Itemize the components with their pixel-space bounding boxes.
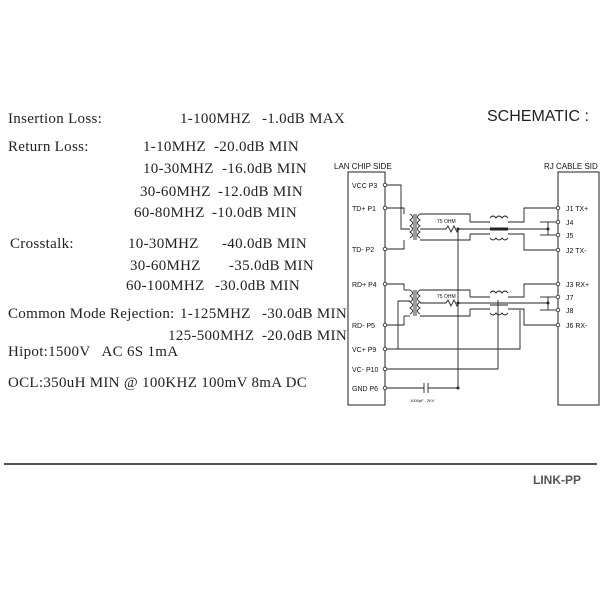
return-loss-freq: 30-60MHZ bbox=[140, 184, 211, 200]
pin-label-j1-tx-plus: J1 TX+ bbox=[566, 206, 588, 213]
lan-chip-side-header: LAN CHIP SIDE bbox=[334, 162, 392, 171]
pin-label-td-plus: TD+ P1 bbox=[352, 206, 376, 213]
return-loss-freq: 10-30MHZ bbox=[143, 161, 214, 177]
crosstalk-freq: 30-60MHZ bbox=[130, 258, 201, 274]
crosstalk-freq: 60-100MHZ bbox=[126, 278, 205, 294]
lan-chip-box bbox=[347, 171, 386, 406]
crosstalk-value: -35.0dB MIN bbox=[229, 258, 314, 274]
hipot-spec: Hipot:1500V AC 6S 1mA bbox=[8, 344, 179, 360]
pin-label-j3-rx-plus: J3 RX+ bbox=[566, 282, 589, 289]
cmr-value: -30.0dB MIN bbox=[262, 306, 347, 322]
pin-label-j4: J4 bbox=[566, 220, 574, 227]
pin-label-rd-minus: RD- P5 bbox=[352, 323, 375, 330]
pin-label-j7: J7 bbox=[566, 295, 574, 302]
crosstalk-freq: 10-30MHZ bbox=[128, 236, 199, 252]
resistor-label-tx: 75 OHM bbox=[437, 219, 456, 225]
pin-label-j6-rx-minus: J6 RX- bbox=[566, 323, 588, 330]
pin-label-vc-plus: VC+ P9 bbox=[352, 347, 376, 354]
divider-line bbox=[4, 463, 597, 465]
pin-label-gnd: GND P6 bbox=[352, 386, 378, 393]
cmr-label: Common Mode Rejection: bbox=[8, 306, 175, 322]
pin-label-td-minus: TD- P2 bbox=[352, 247, 374, 254]
rj-cable-box bbox=[557, 171, 600, 406]
pin-label-vc-minus: VC- P10 bbox=[352, 367, 379, 374]
ocl-spec: OCL:350uH MIN @ 100KHZ 100mV 8mA DC bbox=[8, 375, 308, 391]
capacitor-label: 1000pF , 2KV bbox=[410, 398, 435, 403]
schematic-title: SCHEMATIC : bbox=[487, 108, 589, 125]
return-loss-value: -16.0dB MIN bbox=[222, 161, 307, 177]
rj-cable-side-header: RJ CABLE SID bbox=[544, 162, 598, 171]
return-loss-label: Return Loss: bbox=[8, 139, 89, 155]
return-loss-value: -12.0dB MIN bbox=[218, 184, 303, 200]
cmr-freq: 125-500MHZ bbox=[168, 328, 255, 344]
pin-label-j5: J5 bbox=[566, 233, 574, 240]
pin-label-vcc: VCC P3 bbox=[352, 183, 377, 190]
crosstalk-value: -30.0dB MIN bbox=[215, 278, 300, 294]
crosstalk-value: -40.0dB MIN bbox=[222, 236, 307, 252]
insertion-loss-label: Insertion Loss: bbox=[8, 111, 103, 127]
return-loss-value: -10.0dB MIN bbox=[212, 205, 297, 221]
return-loss-freq: 60-80MHZ bbox=[134, 205, 205, 221]
brand-logo-text: LINK-PP bbox=[533, 473, 581, 487]
insertion-loss-value: -1.0dB MAX bbox=[262, 111, 346, 127]
cmr-value: -20.0dB MIN bbox=[262, 328, 347, 344]
cmr-freq: 1-125MHZ bbox=[180, 306, 251, 322]
insertion-loss-freq: 1-100MHZ bbox=[180, 111, 251, 127]
return-loss-value: -20.0dB MIN bbox=[214, 139, 299, 155]
pin-label-rd-plus: RD+ P4 bbox=[352, 282, 377, 289]
pin-label-j2-tx-minus: J2 TX- bbox=[566, 248, 587, 255]
return-loss-freq: 1-10MHZ bbox=[143, 139, 206, 155]
crosstalk-label: Crosstalk: bbox=[10, 236, 74, 252]
pin-label-j8: J8 bbox=[566, 308, 574, 315]
resistor-label-rx: 75 OHM bbox=[437, 294, 456, 300]
